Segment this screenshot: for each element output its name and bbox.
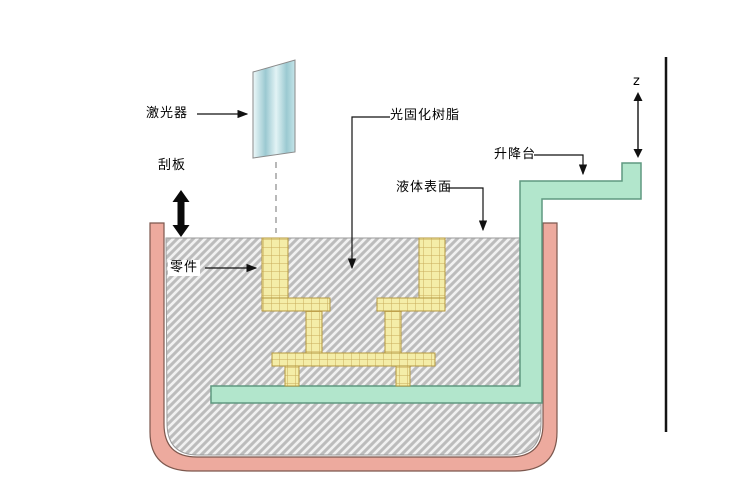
resin-tank	[149, 222, 558, 472]
surface-leader-arrow	[446, 187, 488, 232]
resin-label: 光固化树脂	[390, 108, 461, 123]
part-label: 零件	[168, 260, 201, 276]
lift-platform-label: 升降台	[494, 147, 537, 162]
scraper-label: 刮板	[158, 158, 187, 173]
printed-part	[261, 237, 446, 387]
scraper-double-arrow	[172, 190, 190, 237]
z-axis-label: z	[633, 74, 641, 89]
part-left-foot	[284, 365, 300, 387]
laser-device	[252, 59, 296, 159]
part-right-post	[384, 310, 402, 354]
part-cross-bar	[271, 352, 436, 367]
z-axis-double-arrow	[633, 92, 643, 158]
liquid-resin-area	[165, 237, 542, 456]
leader-lines	[197, 109, 588, 273]
part-left-flange	[261, 297, 331, 312]
resin-leader-arrow	[347, 116, 390, 270]
part-right-foot	[395, 365, 411, 387]
part-right-flange	[376, 297, 446, 312]
lift-platform-arm	[210, 162, 642, 404]
part-right-column	[418, 237, 446, 299]
laser-label: 激光器	[146, 106, 189, 121]
elevator-leader-arrow	[534, 154, 588, 176]
part-left-column	[261, 237, 289, 299]
part-left-post	[305, 310, 323, 354]
liquid-surface-label: 液体表面	[396, 180, 453, 195]
